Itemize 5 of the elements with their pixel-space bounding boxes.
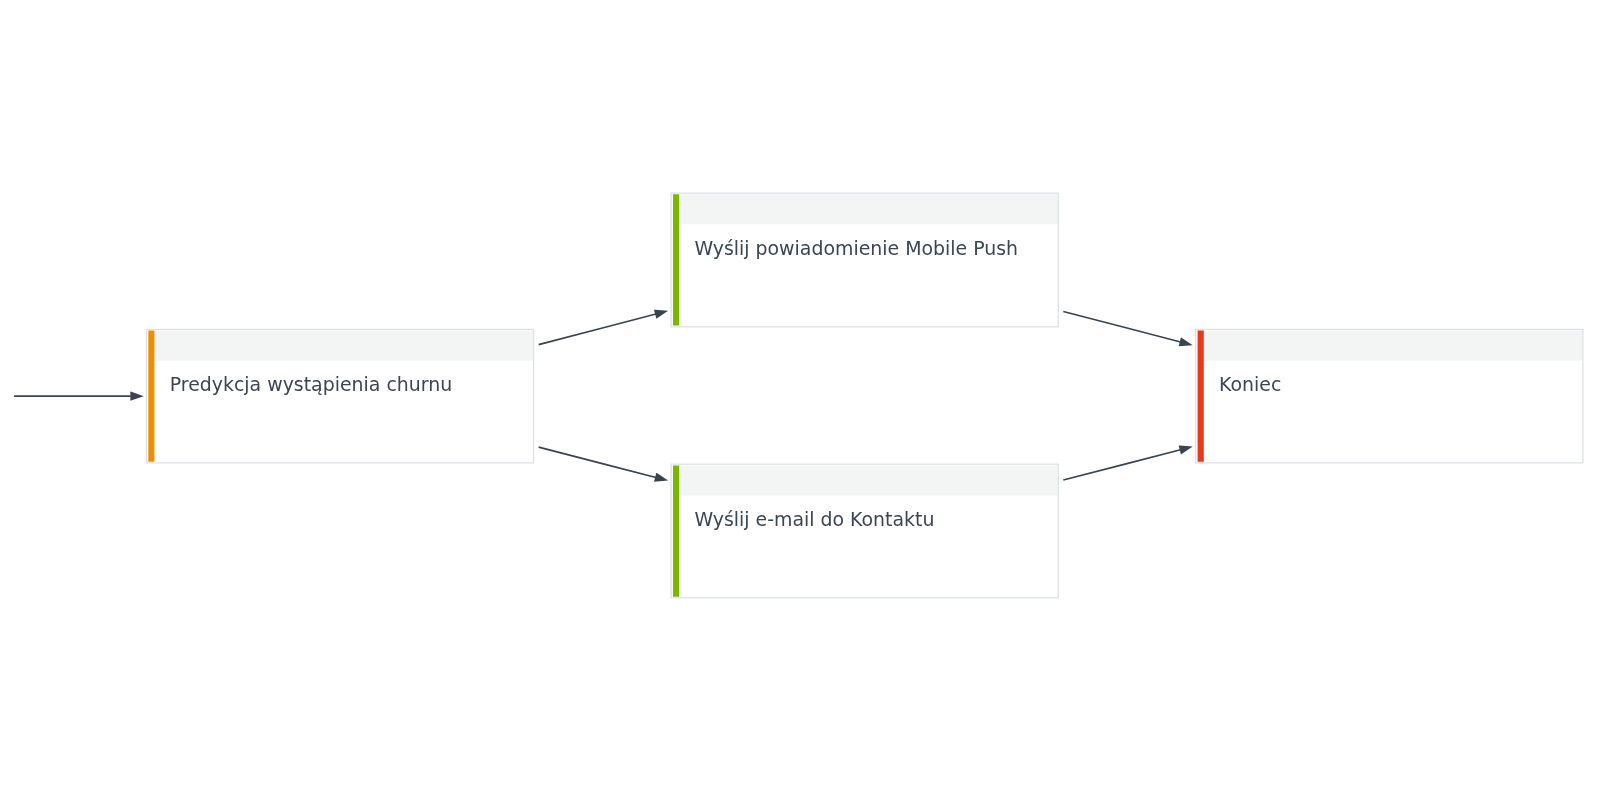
arrow [1062,445,1193,481]
arrow [537,309,669,346]
arrow [1062,310,1193,347]
arrow [13,391,144,401]
arrow [537,446,669,482]
